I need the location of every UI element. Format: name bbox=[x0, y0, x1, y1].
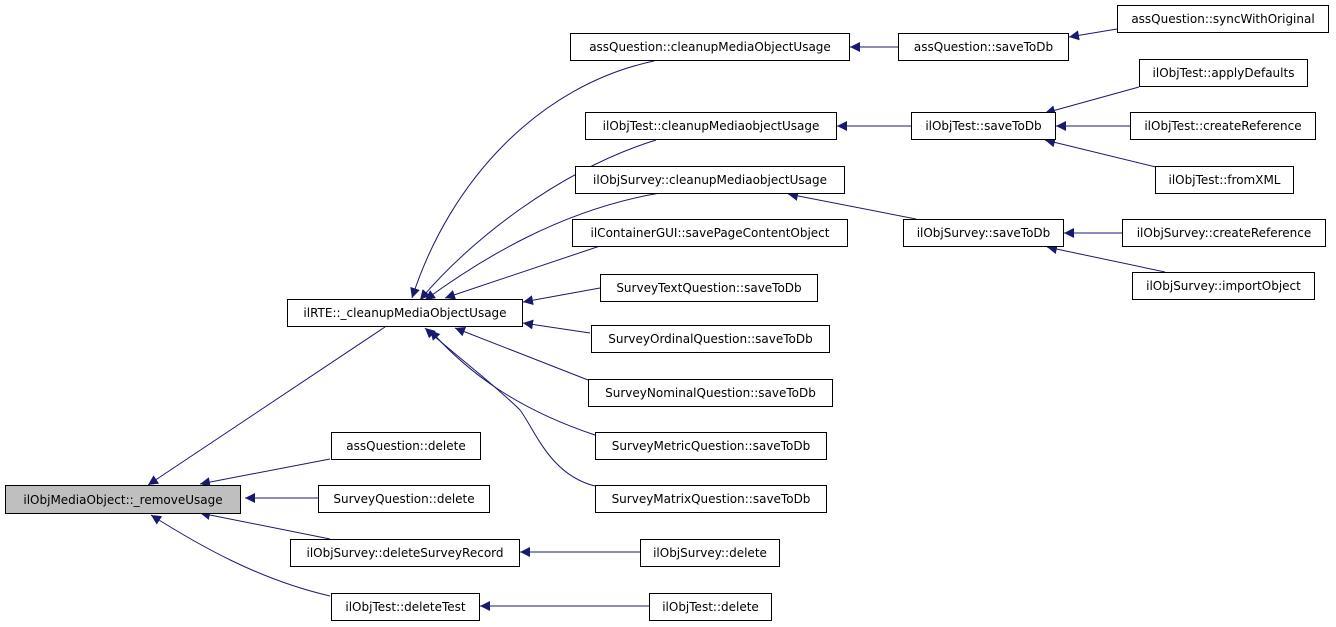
node-assq-cleanup[interactable]: assQuestion::cleanupMediaObjectUsage bbox=[570, 33, 850, 61]
edge-surveymatrix-to-rte bbox=[424, 327, 596, 487]
node-surveytext-save[interactable]: SurveyTextQuestion::saveToDb bbox=[600, 274, 818, 302]
node-surveyordinal-save[interactable]: SurveyOrdinalQuestion::saveToDb bbox=[591, 325, 830, 353]
edge-test-deltest-to-root bbox=[150, 514, 331, 597]
edge-surveynominal-to-rte bbox=[454, 326, 589, 381]
node-survey-import[interactable]: ilObjSurvey::importObject bbox=[1132, 272, 1315, 300]
node-assq-save[interactable]: assQuestion::saveToDb bbox=[898, 33, 1069, 61]
node-assq-delete[interactable]: assQuestion::delete bbox=[331, 432, 481, 460]
node-survey-cleanup[interactable]: ilObjSurvey::cleanupMediaobjectUsage bbox=[575, 166, 845, 194]
node-surveymatrix-save[interactable]: SurveyMatrixQuestion::saveToDb bbox=[595, 485, 827, 513]
edge-rte-to-root bbox=[147, 326, 386, 486]
node-test-fromxml[interactable]: ilObjTest::fromXML bbox=[1155, 166, 1294, 194]
node-survey-save[interactable]: ilObjSurvey::saveToDb bbox=[903, 219, 1064, 247]
node-surveymetric-save[interactable]: SurveyMetricQuestion::saveToDb bbox=[595, 432, 827, 460]
node-test-cleanup[interactable]: ilObjTest::cleanupMediaobjectUsage bbox=[585, 112, 837, 140]
node-test-deltest[interactable]: ilObjTest::deleteTest bbox=[331, 593, 480, 621]
node-container-savepage[interactable]: ilContainerGUI::savePageContentObject bbox=[572, 219, 848, 247]
edge-survey-save-to-cleanup bbox=[787, 191, 917, 220]
edge-survey-cleanup-to-rte bbox=[424, 192, 661, 301]
node-surveyq-delete[interactable]: SurveyQuestion::delete bbox=[318, 485, 490, 513]
node-survey-delete[interactable]: ilObjSurvey::delete bbox=[640, 539, 780, 567]
edge-assq-cleanup-to-rte bbox=[410, 60, 655, 299]
node-surveynominal-save[interactable]: SurveyNominalQuestion::saveToDb bbox=[588, 379, 833, 407]
node-rte-cleanup[interactable]: ilRTE::_cleanupMediaObjectUsage bbox=[287, 299, 523, 327]
edge-surveyordinal-to-rte bbox=[522, 319, 591, 334]
node-survey-delrec[interactable]: ilObjSurvey::deleteSurveyRecord bbox=[290, 539, 520, 567]
edge-assq-sync-to-save bbox=[1068, 28, 1118, 41]
edge-test-applydefaults-to-save bbox=[1044, 86, 1140, 116]
node-survey-createref[interactable]: ilObjSurvey::createReference bbox=[1122, 219, 1326, 247]
edge-container-to-rte bbox=[444, 245, 601, 300]
edge-survey-import-to-save bbox=[1046, 244, 1166, 273]
node-root[interactable]: ilObjMediaObject::_removeUsage bbox=[5, 485, 241, 514]
node-test-save[interactable]: ilObjTest::saveToDb bbox=[911, 112, 1056, 140]
node-test-applydefaults[interactable]: ilObjTest::applyDefaults bbox=[1139, 59, 1308, 87]
edge-test-cleanup-to-rte bbox=[419, 139, 657, 301]
edge-assq-delete-to-root bbox=[199, 458, 331, 488]
node-test-delete[interactable]: ilObjTest::delete bbox=[649, 593, 772, 621]
node-test-createref[interactable]: ilObjTest::createReference bbox=[1130, 112, 1316, 140]
edge-surveymetric-to-rte bbox=[429, 329, 596, 436]
edge-surveytext-to-rte bbox=[522, 287, 601, 306]
node-assq-sync[interactable]: assQuestion::syncWithOriginal bbox=[1117, 5, 1329, 33]
edge-test-fromxml-to-save bbox=[1044, 137, 1161, 169]
edge-survey-delrec-to-root bbox=[199, 510, 331, 540]
